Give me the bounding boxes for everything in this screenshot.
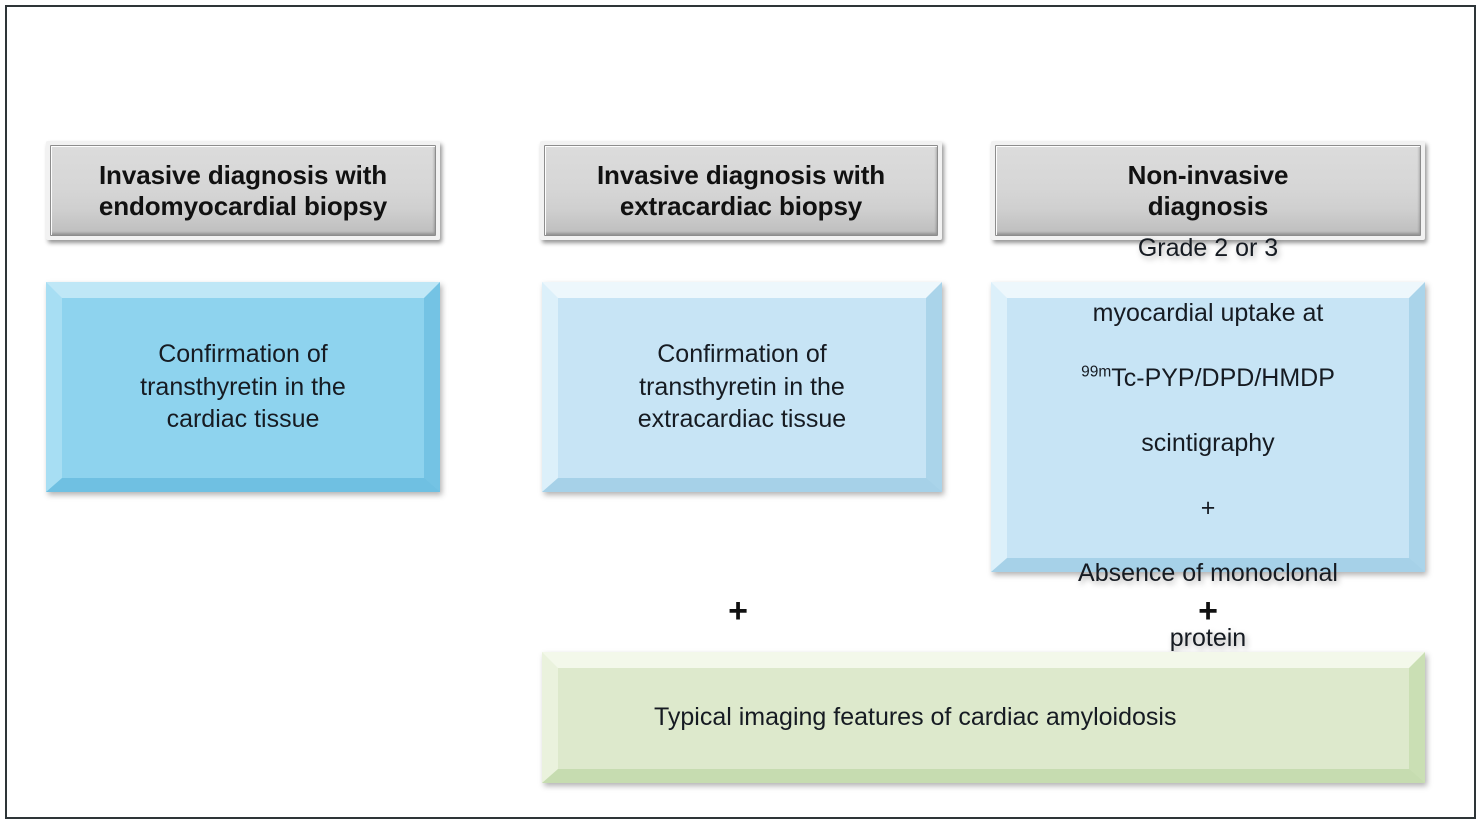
line-plus-inner: + <box>1200 494 1216 522</box>
box-plate <box>991 282 1425 572</box>
box-bevel <box>46 282 440 492</box>
line-tracer-superscript: 99m <box>1081 363 1112 381</box>
line-scintigraphy: scintigraphy <box>1141 429 1275 457</box>
line-uptake: myocardial uptake at <box>1092 299 1324 327</box>
content-box-non-invasive: Grade 2 or 3 myocardial uptake at 99mTc-… <box>991 234 1425 652</box>
box-bevel <box>542 652 1425 783</box>
header-box-non-invasive: Non-invasive diagnosis <box>991 141 1425 240</box>
box-bevel <box>991 282 1425 572</box>
line-absence: Absence of monoclonal <box>1078 559 1338 587</box>
plus-connector-extracardiac: + <box>728 592 748 630</box>
line-protein: protein <box>1169 624 1247 652</box>
box-plate <box>46 282 440 492</box>
header-inner-panel: Non-invasive diagnosis <box>995 145 1421 236</box>
header-box-endomyocardial: Invasive diagnosis with endomyocardial b… <box>46 141 440 240</box>
footer-box-typical-imaging: Typical imaging features of cardiac amyl… <box>542 652 1425 783</box>
header-inner-panel: Invasive diagnosis with endomyocardial b… <box>50 145 436 236</box>
plus-connector-non-invasive: + <box>1198 592 1218 630</box>
header-label-extracardiac: Invasive diagnosis with extracardiac bio… <box>596 160 886 221</box>
box-plate <box>542 282 942 492</box>
footer-text: Typical imaging features of cardiac amyl… <box>654 703 1177 732</box>
content-text-endomyocardial: Confirmation of transthyretin in the car… <box>140 340 346 434</box>
line-tracer: Tc-PYP/DPD/HMDP <box>1111 364 1335 392</box>
line-grade: Grade 2 or 3 <box>1137 234 1279 262</box>
content-box-extracardiac: Confirmation of transthyretin in the ext… <box>542 282 942 492</box>
content-text-non-invasive: Grade 2 or 3 myocardial uptake at 99mTc-… <box>1064 200 1352 655</box>
header-label-endomyocardial: Invasive diagnosis with endomyocardial b… <box>98 160 388 221</box>
header-inner-panel: Invasive diagnosis with extracardiac bio… <box>544 145 938 236</box>
box-bevel <box>542 282 942 492</box>
header-label-non-invasive: Non-invasive diagnosis <box>1127 160 1289 221</box>
content-text-extracardiac: Confirmation of transthyretin in the ext… <box>637 340 847 434</box>
box-plate <box>542 652 1425 783</box>
content-box-endomyocardial: Confirmation of transthyretin in the car… <box>46 282 440 492</box>
header-box-extracardiac: Invasive diagnosis with extracardiac bio… <box>540 141 942 240</box>
